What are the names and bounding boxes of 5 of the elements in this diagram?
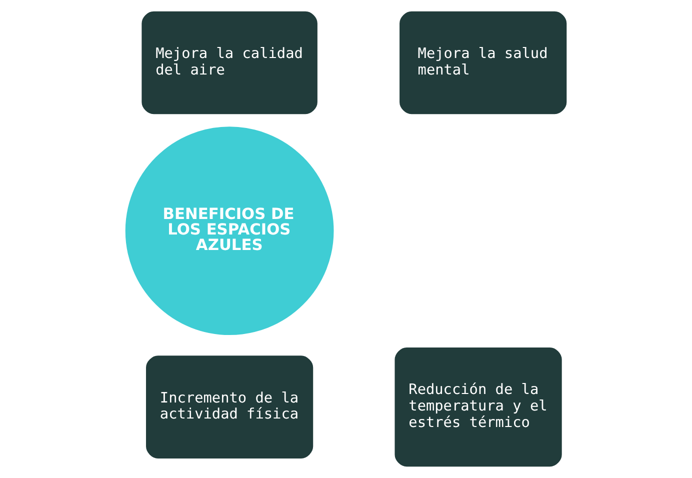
node-box: Mejora la salud mental — [400, 11, 567, 114]
node-box: Incremento de la actividad física — [146, 356, 314, 458]
node-box: Mejora la calidad del aire — [142, 11, 318, 114]
node-box: Reducción de la temperatura y el estrés térmico — [394, 348, 562, 467]
node-circle: BENEFICIOS DE LOS ESPACIOS AZULES — [125, 126, 334, 336]
